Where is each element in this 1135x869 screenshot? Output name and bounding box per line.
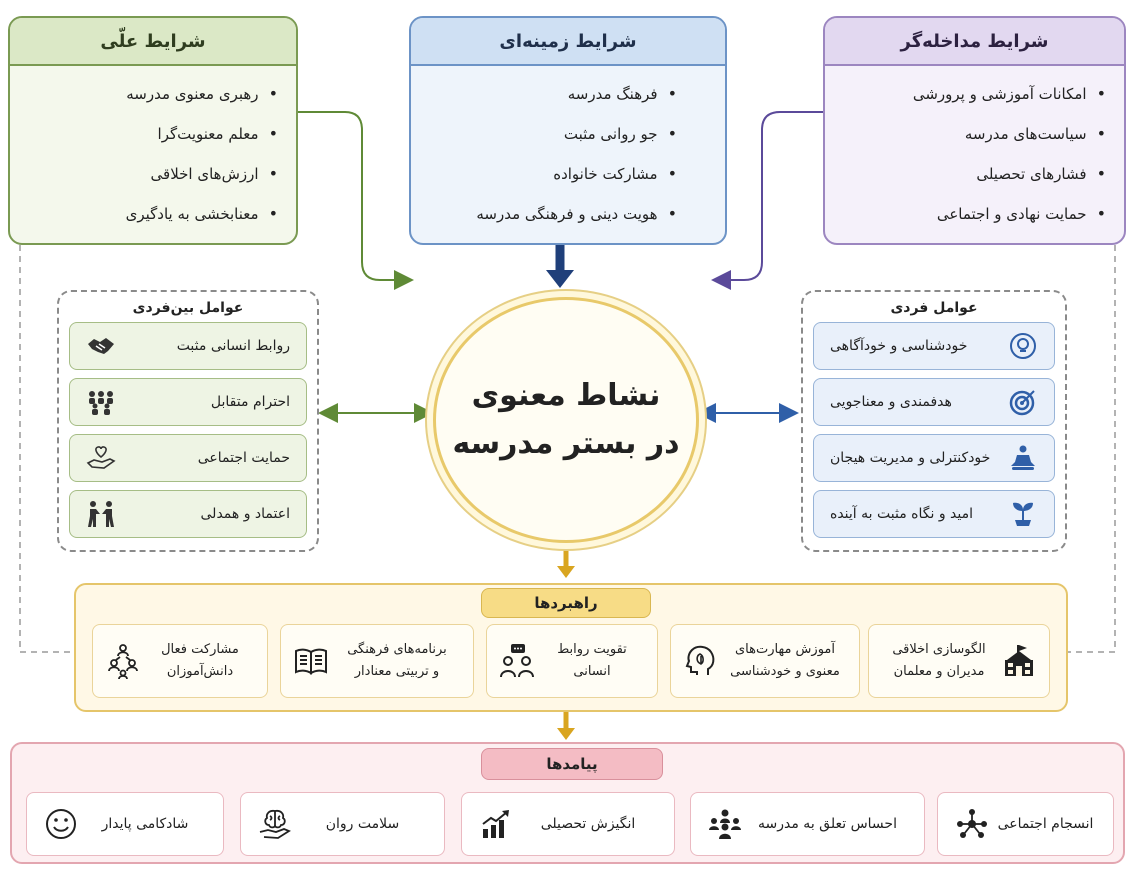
sprout-icon	[1008, 499, 1038, 529]
outcome-card: شادکامی پایدار	[26, 792, 224, 856]
individual-item-label: هدفمندی و معناجویی	[830, 394, 952, 410]
growth-chart-icon	[476, 804, 516, 844]
outcome-card: احساس تعلق به مدرسه	[690, 792, 925, 856]
intervening-title: شرایط مداخله‌گر	[825, 18, 1124, 66]
interpersonal-item: روابط انسانی مثبت	[69, 322, 307, 370]
individual-item: خودکنترلی و مدیریت هیجان	[813, 434, 1055, 482]
gold-arrow-2-head	[557, 728, 575, 740]
contextual-item: فرهنگ مدرسه	[421, 74, 677, 114]
causal-arrow	[298, 111, 414, 290]
interpersonal-item: احترام متقابل	[69, 378, 307, 426]
causal-item: معنابخشی به یادگیری	[20, 194, 278, 234]
core-phenomenon-circle: نشاط معنوی در بستر مدرسه	[433, 297, 699, 543]
network-people-icon	[103, 641, 143, 681]
individual-title: عوامل فردی	[890, 300, 978, 316]
handshake-icon	[86, 331, 116, 361]
interpersonal-item: حمایت اجتماعی	[69, 434, 307, 482]
strategy-card: آموزش مهارت‌های معنوی و خودشناسی	[670, 624, 860, 698]
chat-people-icon	[497, 641, 537, 681]
individual-item: امید و نگاه مثبت به آینده	[813, 490, 1055, 538]
target-icon	[1008, 387, 1038, 417]
intervening-item: فشارهای تحصیلی	[835, 154, 1106, 194]
intervening-item: حمایت نهادی و اجتماعی	[835, 194, 1106, 234]
contextual-title: شرایط زمینه‌ای	[411, 18, 725, 66]
strategy-line2: دانش‌آموزان	[166, 664, 234, 679]
intervening-item: امکانات آموزشی و پرورشی	[835, 74, 1106, 114]
outcome-card: انگیزش تحصیلی	[461, 792, 675, 856]
head-leaf-icon	[681, 641, 721, 681]
interpersonal-item-label: روابط انسانی مثبت	[176, 338, 290, 354]
core-title-line2: در بستر مدرسه	[452, 426, 680, 461]
intervening-item: سیاست‌های مدرسه	[835, 114, 1106, 154]
individual-item: هدفمندی و معناجویی	[813, 378, 1055, 426]
outcome-label: سلامت روان	[325, 816, 400, 832]
contextual-arrow-head	[546, 270, 574, 288]
strategy-line1: برنامه‌های فرهنگی	[347, 642, 447, 657]
strategies-title: راهبردها	[481, 588, 651, 618]
strategy-card: تقویت روابط انسانی	[486, 624, 658, 698]
outcomes-title: پیامدها	[481, 748, 663, 780]
outcome-label: انگیزش تحصیلی	[540, 816, 636, 832]
strategy-card: برنامه‌های فرهنگی و تربیتی معنادار	[280, 624, 474, 698]
group-icon	[86, 387, 116, 417]
book-icon	[291, 641, 331, 681]
contextual-conditions-box: شرایط زمینه‌ای فرهنگ مدرسه جو روانی مثبت…	[409, 16, 727, 245]
intervening-conditions-box: شرایط مداخله‌گر امکانات آموزشی و پرورشی …	[823, 16, 1126, 245]
causal-conditions-box: شرایط علّی رهبری معنوی مدرسه معلم معنویت…	[8, 16, 298, 245]
individual-item-label: خودکنترلی و مدیریت هیجان	[830, 450, 991, 466]
community-icon	[705, 804, 745, 844]
strategy-line1: الگوسازی اخلاقی	[892, 642, 986, 657]
interpersonal-factors-panel: عوامل بین‌فردی روابط انسانی مثبت احترام …	[57, 290, 319, 552]
network-icon	[952, 804, 992, 844]
strategy-card: الگوسازی اخلاقی مدیران و معلمان	[868, 624, 1050, 698]
strategy-line2: و تربیتی معنادار	[354, 664, 440, 679]
dashed-left-line	[19, 245, 78, 653]
strategy-line2: انسانی	[573, 664, 611, 679]
strategy-line2: معنوی و خودشناسی	[730, 664, 840, 679]
individual-item: خودشناسی و خودآگاهی	[813, 322, 1055, 370]
interpersonal-item-label: احترام متقابل	[210, 394, 290, 410]
gold-arrow-1-head	[557, 566, 575, 578]
contextual-item: هویت دینی و فرهنگی مدرسه	[421, 194, 677, 234]
strategy-line2: مدیران و معلمان	[893, 664, 985, 679]
intervening-arrow	[711, 111, 823, 290]
strategy-line1: مشارکت فعال	[161, 642, 239, 657]
brain-hand-icon	[255, 804, 295, 844]
outcome-label: شادکامی پایدار	[101, 816, 189, 832]
causal-item: معلم معنویت‌گرا	[20, 114, 278, 154]
individual-item-label: خودشناسی و خودآگاهی	[830, 338, 968, 354]
individual-item-label: امید و نگاه مثبت به آینده	[830, 506, 973, 522]
interpersonal-title: عوامل بین‌فردی	[132, 300, 244, 316]
school-icon	[999, 641, 1039, 681]
interpersonal-item: اعتماد و همدلی	[69, 490, 307, 538]
head-mind-icon	[1008, 331, 1038, 361]
strategy-line1: آموزش مهارت‌های	[735, 642, 835, 657]
causal-item: رهبری معنوی مدرسه	[20, 74, 278, 114]
causal-item: ارزش‌های اخلاقی	[20, 154, 278, 194]
interpersonal-item-label: حمایت اجتماعی	[197, 450, 290, 466]
people-handshake-icon	[86, 499, 116, 529]
outcome-card: انسجام اجتماعی	[937, 792, 1114, 856]
interpersonal-item-label: اعتماد و همدلی	[200, 506, 290, 522]
individual-factors-panel: عوامل فردی خودشناسی و خودآگاهی هدفمندی و…	[801, 290, 1067, 552]
strategy-line1: تقویت روابط	[557, 642, 627, 657]
outcome-card: سلامت روان	[240, 792, 445, 856]
strategy-card: مشارکت فعال دانش‌آموزان	[92, 624, 268, 698]
meditation-icon	[1008, 443, 1038, 473]
dashed-right-line	[1068, 245, 1116, 653]
contextual-item: جو روانی مثبت	[421, 114, 677, 154]
outcome-label: انسجام اجتماعی	[997, 816, 1094, 832]
causal-title: شرایط علّی	[10, 18, 296, 66]
contextual-item: مشارکت خانواده	[421, 154, 677, 194]
outcome-label: احساس تعلق به مدرسه	[758, 816, 897, 832]
heart-hand-icon	[86, 443, 116, 473]
core-title-line1: نشاط معنوی	[471, 378, 661, 413]
smiley-icon	[41, 804, 81, 844]
